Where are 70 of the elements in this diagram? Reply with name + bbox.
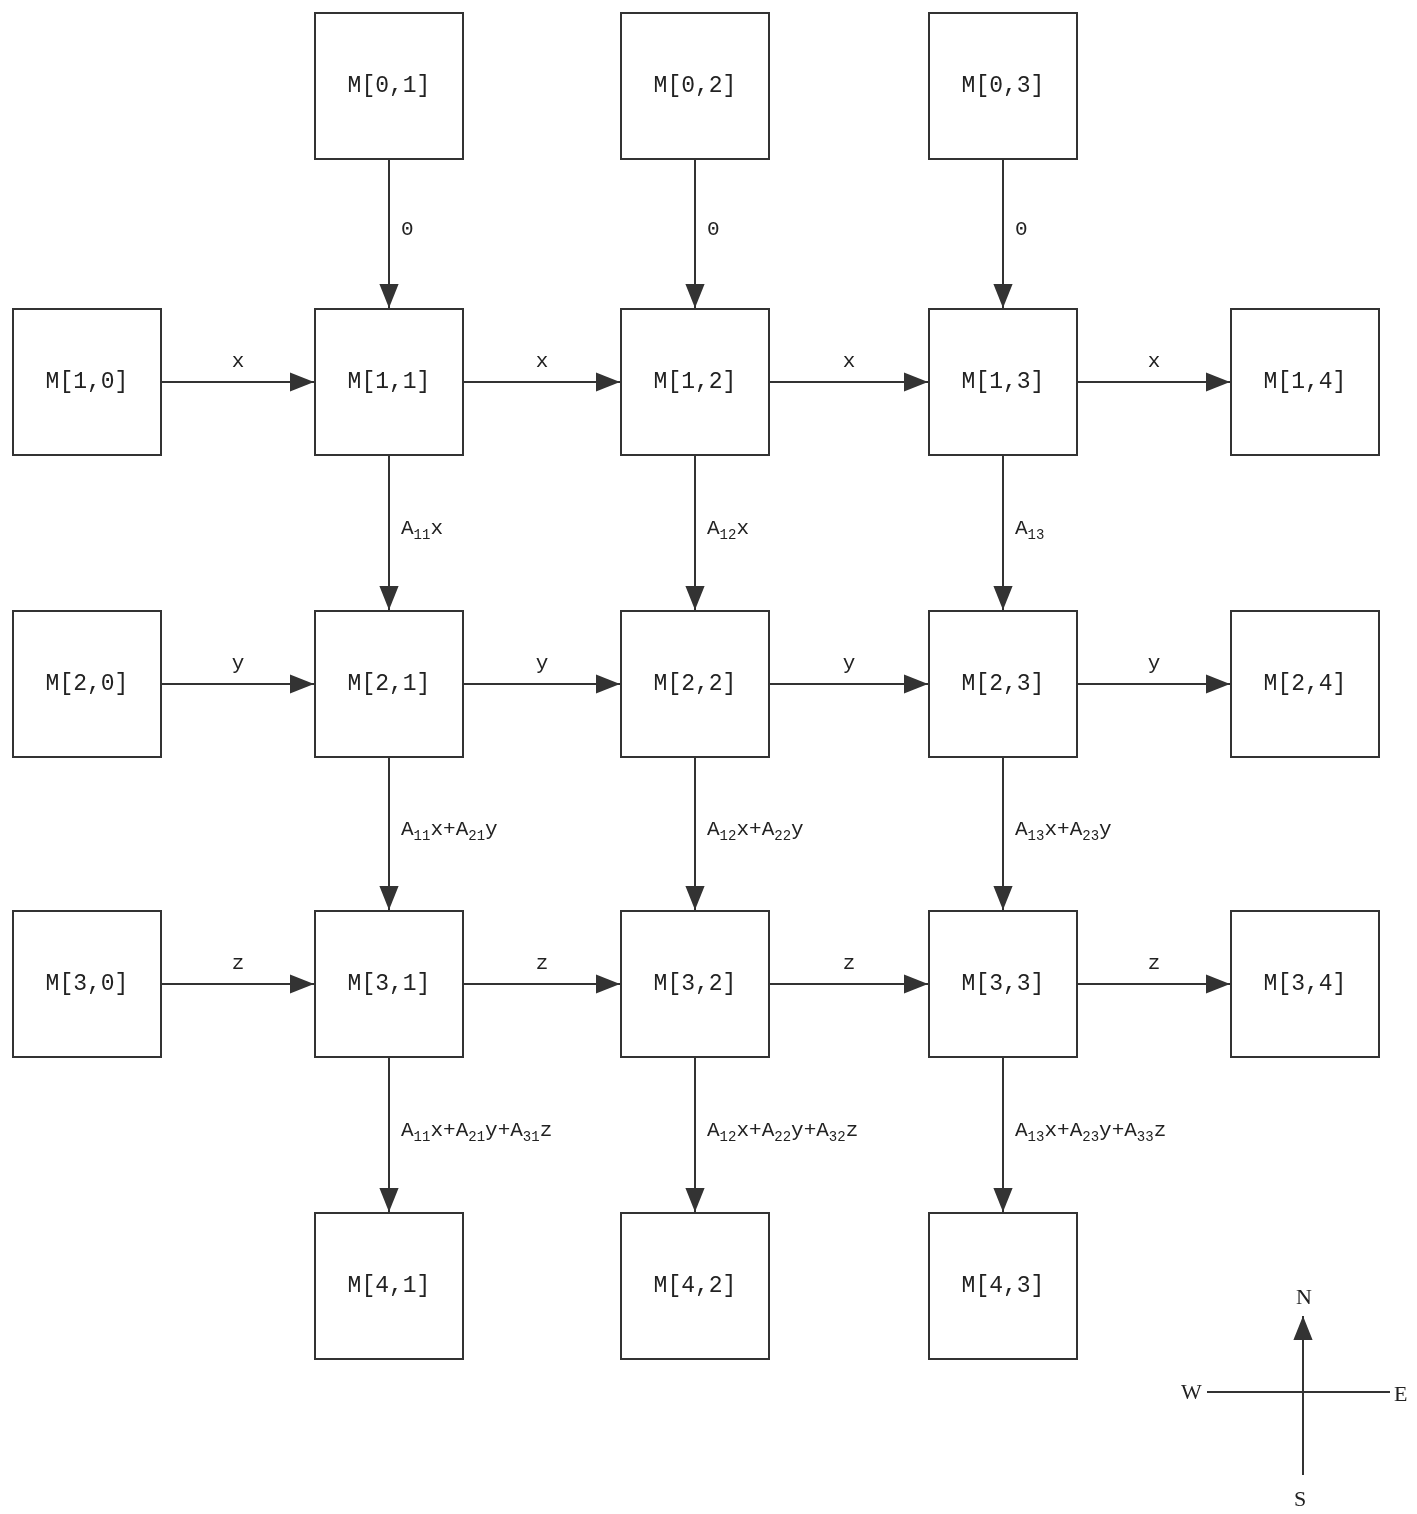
process-box [314, 1212, 464, 1360]
arrow [685, 1057, 705, 1213]
node-label: M[2,1] [347, 671, 431, 697]
node-label: M[1,1] [347, 369, 431, 395]
arrow [1077, 974, 1231, 994]
node-label: M[0,1] [347, 73, 431, 99]
process-box [12, 910, 162, 1058]
arrow [463, 372, 621, 392]
arrow [993, 455, 1013, 611]
node-label: M[0,3] [961, 73, 1045, 99]
arrow [685, 757, 705, 911]
node-label: M[4,3] [961, 1273, 1045, 1299]
node-label: M[1,3] [961, 369, 1045, 395]
arrow [993, 757, 1013, 911]
process-box [620, 308, 770, 456]
node-label: M[1,2] [653, 369, 737, 395]
node-label: M[3,0] [45, 971, 129, 997]
process-box [314, 308, 464, 456]
process-box [620, 12, 770, 160]
arrow [993, 1057, 1013, 1213]
node-label: M[3,4] [1263, 971, 1347, 997]
node-label: M[0,2] [653, 73, 737, 99]
node-label: M[2,2] [653, 671, 737, 697]
node-label: M[2,4] [1263, 671, 1347, 697]
process-box [314, 610, 464, 758]
process-box [1230, 308, 1380, 456]
node-label: M[1,0] [45, 369, 129, 395]
process-box [12, 610, 162, 758]
arrow [379, 757, 399, 911]
node-label: M[4,2] [653, 1273, 737, 1299]
node-label: M[2,0] [45, 671, 129, 697]
node-label: M[3,1] [347, 971, 431, 997]
process-box [620, 910, 770, 1058]
arrow [685, 159, 705, 309]
process-box [620, 610, 770, 758]
arrow [769, 372, 929, 392]
arrow [379, 1057, 399, 1213]
node-label: M[3,2] [653, 971, 737, 997]
node-label: M[2,3] [961, 671, 1045, 697]
arrow [161, 372, 315, 392]
compass-label: N [1296, 1284, 1312, 1310]
process-box [314, 12, 464, 160]
arrow [379, 159, 399, 309]
arrow [161, 974, 315, 994]
process-box [928, 308, 1078, 456]
compass-label: S [1294, 1486, 1307, 1512]
arrow [1077, 372, 1231, 392]
arrow [379, 455, 399, 611]
process-box [928, 12, 1078, 160]
node-label: M[3,3] [961, 971, 1045, 997]
arrow [769, 974, 929, 994]
process-box [1230, 910, 1380, 1058]
process-box [928, 1212, 1078, 1360]
arrow [1077, 674, 1231, 694]
process-box [928, 910, 1078, 1058]
arrow [463, 974, 621, 994]
arrow [161, 674, 315, 694]
process-box [314, 910, 464, 1058]
arrow [993, 159, 1013, 309]
process-box [620, 1212, 770, 1360]
arrow [685, 455, 705, 611]
node-label: M[1,4] [1263, 369, 1347, 395]
process-box [928, 610, 1078, 758]
process-box [1230, 610, 1380, 758]
compass-label: E [1394, 1381, 1408, 1407]
node-label: M[4,1] [347, 1273, 431, 1299]
compass-label: W [1181, 1379, 1202, 1405]
arrow [463, 674, 621, 694]
process-box [12, 308, 162, 456]
arrow [769, 674, 929, 694]
